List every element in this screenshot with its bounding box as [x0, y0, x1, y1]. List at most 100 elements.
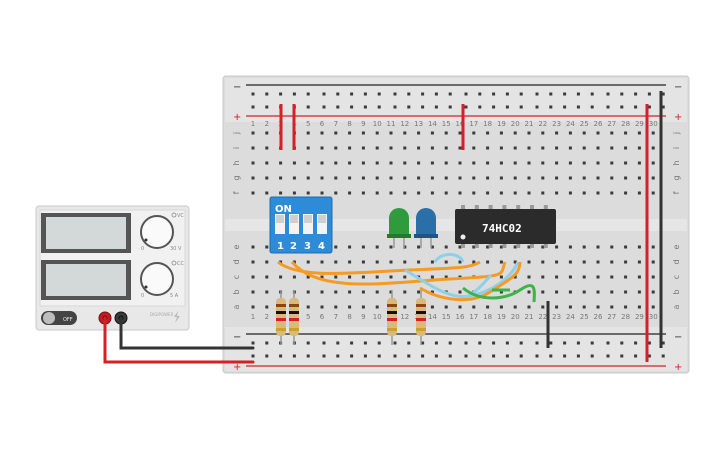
breadboard-hole[interactable] [499, 305, 503, 309]
breadboard-hole[interactable] [361, 290, 365, 294]
rail-hole[interactable] [322, 354, 326, 358]
breadboard-hole[interactable] [610, 161, 614, 165]
breadboard-hole[interactable] [444, 275, 448, 279]
breadboard-hole[interactable] [430, 131, 434, 135]
breadboard-hole[interactable] [375, 245, 379, 249]
breadboard-hole[interactable] [348, 176, 352, 180]
power-supply[interactable]: VC CC 0 30 V 0 5 A OFF DIGIPOWER [35, 205, 190, 331]
breadboard-hole[interactable] [334, 176, 338, 180]
breadboard-hole[interactable] [292, 176, 296, 180]
breadboard-hole[interactable] [265, 305, 269, 309]
breadboard-hole[interactable] [251, 176, 255, 180]
breadboard-hole[interactable] [320, 161, 324, 165]
breadboard-hole[interactable] [541, 290, 545, 294]
rail-hole[interactable] [634, 105, 638, 109]
breadboard-hole[interactable] [361, 305, 365, 309]
rail-hole[interactable] [576, 341, 580, 345]
breadboard-hole[interactable] [458, 191, 462, 195]
breadboard-hole[interactable] [403, 245, 407, 249]
breadboard-hole[interactable] [320, 290, 324, 294]
breadboard-hole[interactable] [472, 245, 476, 249]
breadboard-hole[interactable] [555, 131, 559, 135]
breadboard-hole[interactable] [541, 260, 545, 264]
breadboard-hole[interactable] [334, 146, 338, 150]
breadboard-hole[interactable] [472, 191, 476, 195]
breadboard-hole[interactable] [348, 275, 352, 279]
breadboard-hole[interactable] [527, 245, 531, 249]
breadboard-hole[interactable] [651, 131, 655, 135]
rail-hole[interactable] [634, 341, 638, 345]
breadboard-hole[interactable] [472, 161, 476, 165]
dip-toggle[interactable] [275, 214, 285, 234]
breadboard-hole[interactable] [582, 290, 586, 294]
breadboard-hole[interactable] [334, 245, 338, 249]
rail-hole[interactable] [590, 92, 594, 96]
breadboard-hole[interactable] [610, 260, 614, 264]
breadboard-hole[interactable] [265, 245, 269, 249]
breadboard-hole[interactable] [637, 305, 641, 309]
breadboard-hole[interactable] [334, 191, 338, 195]
rail-hole[interactable] [393, 92, 397, 96]
rail-hole[interactable] [350, 354, 354, 358]
jumper-wire-orange[interactable] [419, 261, 522, 302]
rail-hole[interactable] [279, 354, 283, 358]
rail-hole[interactable] [464, 341, 468, 345]
rail-hole[interactable] [535, 354, 539, 358]
breadboard-hole[interactable] [499, 245, 503, 249]
breadboard-hole[interactable] [624, 260, 628, 264]
rail-hole[interactable] [549, 341, 553, 345]
breadboard-hole[interactable] [389, 176, 393, 180]
breadboard-hole[interactable] [251, 146, 255, 150]
rail-hole[interactable] [590, 341, 594, 345]
breadboard-hole[interactable] [251, 131, 255, 135]
breadboard-hole[interactable] [568, 275, 572, 279]
rail-hole[interactable] [292, 92, 296, 96]
rail-hole[interactable] [363, 105, 367, 109]
rail-hole[interactable] [492, 341, 496, 345]
breadboard-hole[interactable] [486, 146, 490, 150]
rail-hole[interactable] [279, 92, 283, 96]
rail-hole[interactable] [492, 354, 496, 358]
breadboard-hole[interactable] [375, 131, 379, 135]
breadboard-hole[interactable] [417, 290, 421, 294]
breadboard-hole[interactable] [610, 245, 614, 249]
rail-hole[interactable] [661, 105, 665, 109]
breadboard-hole[interactable] [624, 275, 628, 279]
breadboard-hole[interactable] [499, 146, 503, 150]
breadboard-hole[interactable] [486, 161, 490, 165]
rail-hole[interactable] [421, 105, 425, 109]
breadboard-hole[interactable] [320, 260, 324, 264]
breadboard-hole[interactable] [513, 275, 517, 279]
rail-hole[interactable] [421, 92, 425, 96]
breadboard-hole[interactable] [458, 260, 462, 264]
breadboard-hole[interactable] [513, 305, 517, 309]
breadboard-hole[interactable] [375, 275, 379, 279]
rail-hole[interactable] [421, 354, 425, 358]
rail-hole[interactable] [377, 341, 381, 345]
breadboard-hole[interactable] [596, 245, 600, 249]
rail-hole[interactable] [620, 341, 624, 345]
breadboard-hole[interactable] [527, 191, 531, 195]
breadboard-hole[interactable] [624, 131, 628, 135]
breadboard-hole[interactable] [430, 146, 434, 150]
breadboard[interactable]: 1122334455667788991010111112121313141415… [222, 75, 690, 374]
breadboard-hole[interactable] [361, 275, 365, 279]
breadboard-hole[interactable] [513, 176, 517, 180]
rail-hole[interactable] [377, 105, 381, 109]
rail-hole[interactable] [434, 92, 438, 96]
breadboard-hole[interactable] [513, 146, 517, 150]
breadboard-hole[interactable] [251, 161, 255, 165]
rail-hole[interactable] [634, 92, 638, 96]
breadboard-hole[interactable] [306, 305, 310, 309]
breadboard-hole[interactable] [499, 161, 503, 165]
breadboard-hole[interactable] [499, 191, 503, 195]
breadboard-hole[interactable] [458, 245, 462, 249]
breadboard-hole[interactable] [430, 290, 434, 294]
breadboard-hole[interactable] [430, 245, 434, 249]
breadboard-hole[interactable] [430, 161, 434, 165]
rail-hole[interactable] [464, 105, 468, 109]
breadboard-hole[interactable] [417, 245, 421, 249]
breadboard-hole[interactable] [610, 146, 614, 150]
rail-hole[interactable] [535, 341, 539, 345]
breadboard-hole[interactable] [444, 305, 448, 309]
